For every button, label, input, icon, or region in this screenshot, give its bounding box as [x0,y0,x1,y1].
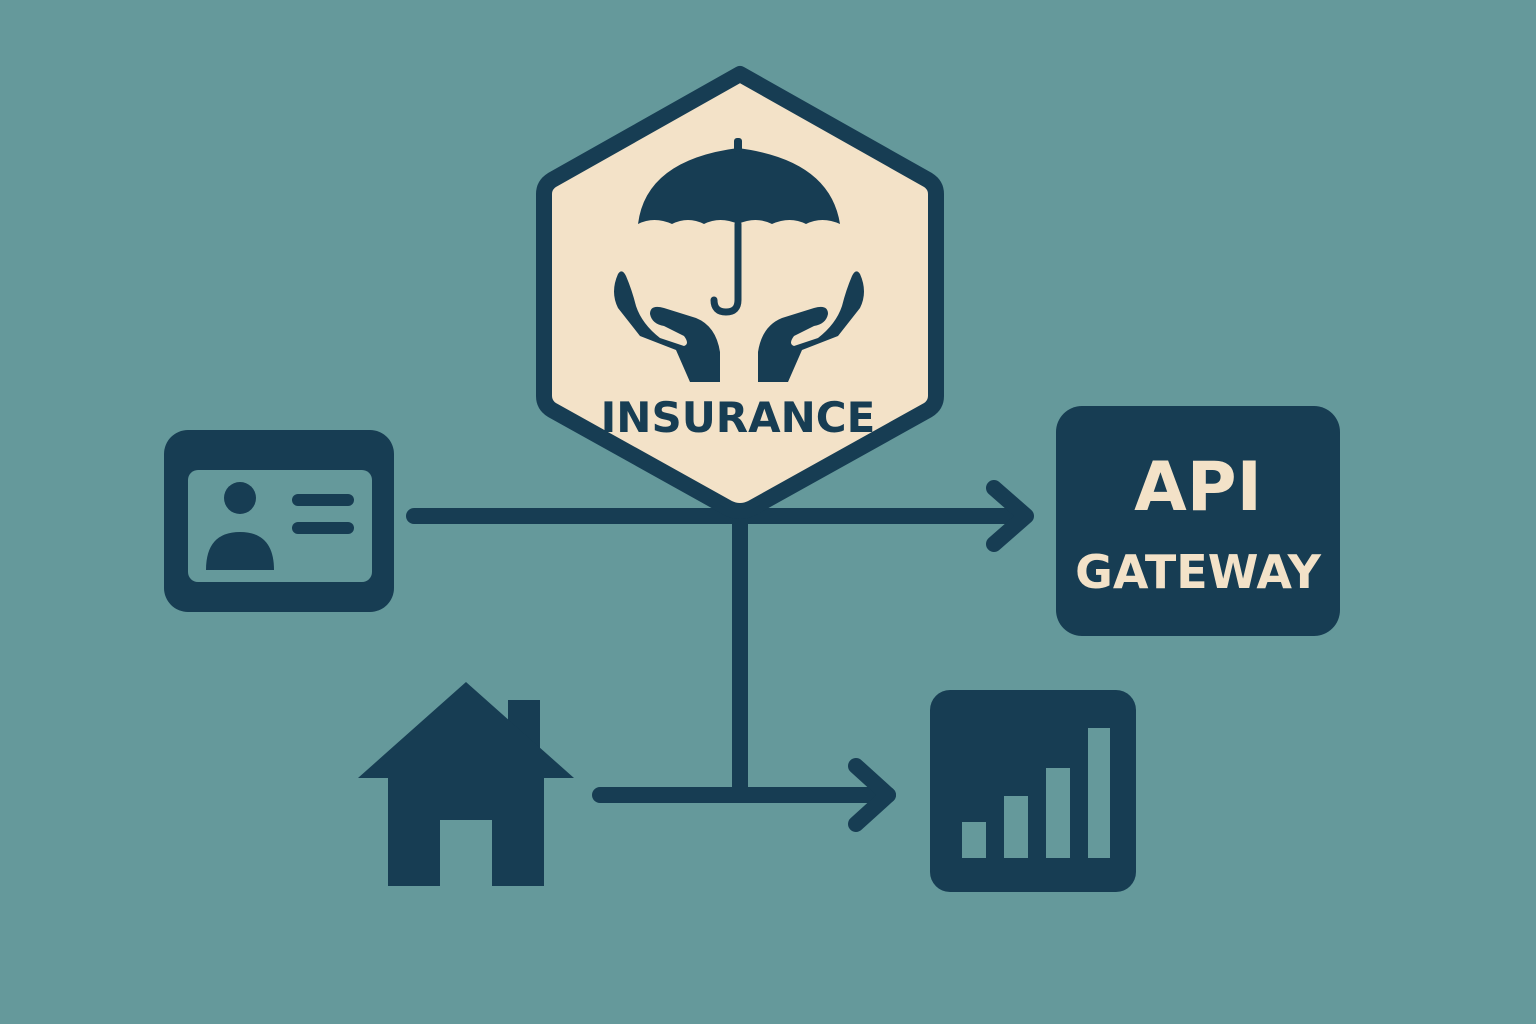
id-card-line-2 [292,522,354,534]
right-hand [758,271,864,382]
chart-bar-4 [1088,728,1110,858]
chart-bar-2 [1004,796,1028,858]
umbrella-tip [734,138,742,152]
arrowhead-gateway [986,480,1034,552]
hub-label: INSURANCE [601,393,876,442]
connectors [406,480,1034,832]
id-card-node [164,430,394,612]
api-gateway-node: API GATEWAY [1056,406,1340,636]
umbrella-hands-icon [614,138,864,382]
id-card-line-1 [292,494,354,506]
house-icon [358,682,574,886]
gateway-box [1056,406,1340,636]
house-roof [358,682,574,886]
id-card-avatar-body [206,532,274,570]
id-card-avatar-head [224,482,256,514]
chart-bar-3 [1046,768,1070,858]
umbrella-canopy [638,148,840,224]
insurance-hub: INSURANCE [536,66,944,519]
gateway-label-line1: API [1134,448,1262,527]
arrowhead-chart [848,758,896,832]
umbrella-handle [710,220,742,316]
bar-chart-node [930,690,1136,892]
gateway-label-line2: GATEWAY [1075,545,1321,599]
left-hand [614,271,720,382]
bar-chart-icon [962,728,1110,858]
id-card-icon [206,482,354,570]
chart-bar-1 [962,822,986,858]
